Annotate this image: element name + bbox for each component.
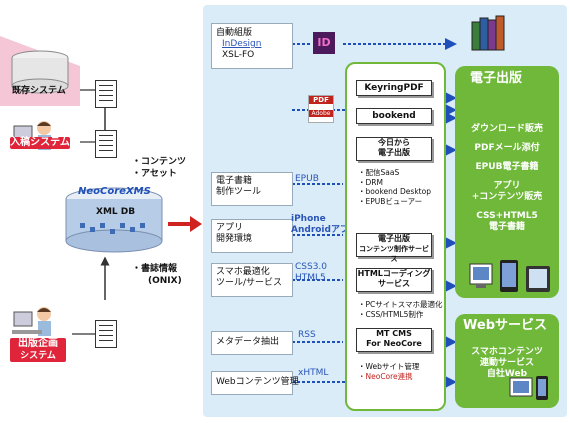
- bullets-html: ・PCサイトスマホ最適化 ・CSS/HTML5制作: [358, 300, 443, 319]
- android-label: Androidアプリ: [291, 225, 358, 235]
- bullet-item: ・DRM: [358, 177, 383, 187]
- bullet-item: ・EPUBビューアー: [358, 196, 423, 206]
- tool-subtitle: 開発環境: [216, 234, 253, 244]
- tool-box-smartphone: スマホ最適化 ツール/サービス: [211, 263, 293, 297]
- epub-item: 電子書籍: [488, 222, 525, 232]
- bullets-epub: ・配信SaaS ・DRM ・bookend Desktop ・EPUBビューアー: [358, 168, 431, 206]
- web-devices-icon: [509, 376, 548, 400]
- web-item: 連動サービス: [479, 358, 534, 368]
- biblio-onix-label: (ONIX): [148, 276, 182, 286]
- contents-label: ・コンテンツ: [132, 157, 187, 167]
- planning-system-line1: 出版企画: [18, 338, 58, 349]
- css3-label: CSS3.0: [295, 262, 328, 272]
- today-line1: 今日から: [378, 138, 410, 147]
- tool-box-ebook: 電子書籍 制作ツール: [211, 172, 293, 206]
- tool-box-metadata: メタデータ抽出: [211, 331, 293, 355]
- indesign-icon: ID: [313, 32, 335, 54]
- tool-box-webcms: Webコンテンツ管理: [211, 371, 299, 395]
- pdf-icon: PDF Adobe: [308, 95, 334, 123]
- epub-item: CSS+HTML5: [476, 211, 538, 221]
- assets-label: ・アセット: [132, 169, 177, 179]
- xhtml-label: xHTML: [298, 368, 329, 378]
- tool-title: Webコンテンツ管理: [216, 377, 299, 387]
- bullet-item: ・CSS/HTML5制作: [358, 309, 424, 319]
- devices-icon: [469, 260, 550, 292]
- tool-box-typesetting: 自動組版 InDesign XSL-FO: [211, 23, 293, 69]
- web-panel-title: Webサービス: [463, 318, 547, 333]
- epub-panel-items: ダウンロード販売 PDFメール添付 EPUB電子書籍 アプリ +コンテンツ販売 …: [444, 124, 570, 233]
- pdf-text: PDF: [309, 96, 333, 104]
- planning-system-line2: システム: [20, 351, 56, 361]
- bullet-item: ・PCサイトスマホ最適化: [358, 300, 443, 309]
- xslfo-label: XSL-FO: [222, 50, 255, 60]
- document-icon: [95, 80, 117, 108]
- xms-logo: NeoCoreXMS: [78, 186, 151, 197]
- input-system-label: 入稿システム: [10, 137, 70, 149]
- keyringpdf-box: KeyringPDF: [356, 80, 432, 96]
- today-line2: 電子出版: [378, 148, 410, 157]
- mtcms-line1: MT CMS: [376, 329, 412, 338]
- xml-db-cylinder: [65, 187, 163, 253]
- epub-label: EPUB: [295, 174, 319, 184]
- epub-panel: [455, 66, 559, 298]
- bullet-item: ・配信SaaS: [358, 168, 400, 177]
- tool-subtitle: 制作ツール: [216, 187, 262, 197]
- mtcms-line2: For NeoCore: [366, 339, 422, 348]
- planning-system-label: 出版企画 システム: [10, 338, 66, 362]
- tool-title: メタデータ抽出: [216, 337, 280, 347]
- epub-panel-title: 電子出版: [470, 71, 523, 86]
- existing-system-icon: [0, 36, 80, 106]
- bullet-item: ・Webサイト管理: [358, 362, 420, 371]
- epub-item: ダウンロード販売: [470, 124, 543, 134]
- web-panel-items: スマホコンテンツ 連動サービス 自社Web: [444, 347, 570, 380]
- epub-item: アプリ: [493, 181, 521, 191]
- epub-item: EPUB電子書籍: [475, 162, 539, 172]
- epub-service-box: 電子出版 コンテンツ制作サービス: [356, 233, 432, 263]
- tool-title: 電子書籍: [216, 176, 253, 186]
- document-icon: [95, 320, 117, 348]
- indesign-label: InDesign: [222, 39, 262, 49]
- epub-item: +コンテンツ販売: [471, 192, 543, 202]
- web-item: スマホコンテンツ: [471, 347, 543, 357]
- tool-subtitle: ツール/サービス: [216, 278, 283, 288]
- xml-db-label: XML DB: [96, 207, 136, 217]
- mt-cms-box: MT CMS For NeoCore: [356, 328, 432, 352]
- rss-label: RSS: [298, 330, 316, 340]
- tool-box-app: アプリ 開発環境: [211, 219, 293, 253]
- biblio-label: ・書誌情報: [132, 264, 178, 274]
- bookend-box: bookend: [356, 108, 432, 124]
- bullets-web: ・Webサイト管理 ・NeoCore連携: [358, 362, 419, 381]
- web-item: 自社Web: [486, 369, 528, 379]
- tool-title: アプリ: [216, 223, 244, 233]
- document-icon: [95, 130, 117, 158]
- bullet-item: ・NeoCore連携: [358, 371, 413, 381]
- iphone-label: iPhone: [291, 214, 326, 224]
- html-coding-line2: サービス: [378, 279, 410, 288]
- existing-system-label: 既存システム: [12, 86, 66, 96]
- epub-item: PDFメール添付: [474, 143, 540, 153]
- epub-service-line2: コンテンツ制作サービス: [359, 245, 429, 263]
- tool-title: スマホ最適化: [216, 267, 270, 277]
- tool-title: 自動組版: [216, 28, 253, 38]
- books-icon: [471, 15, 505, 51]
- adobe-text: Adobe: [309, 110, 333, 117]
- html-coding-line1: HTMLコーディング: [357, 269, 431, 278]
- html-coding-box: HTMLコーディング サービス: [356, 268, 432, 292]
- epub-service-line1: 電子出版: [378, 234, 410, 243]
- bullet-item: ・bookend Desktop: [358, 187, 431, 196]
- today-epub-box: 今日から 電子出版: [356, 137, 432, 161]
- html5-label: HTML5: [295, 273, 326, 283]
- person-at-computer-icon: [12, 307, 51, 336]
